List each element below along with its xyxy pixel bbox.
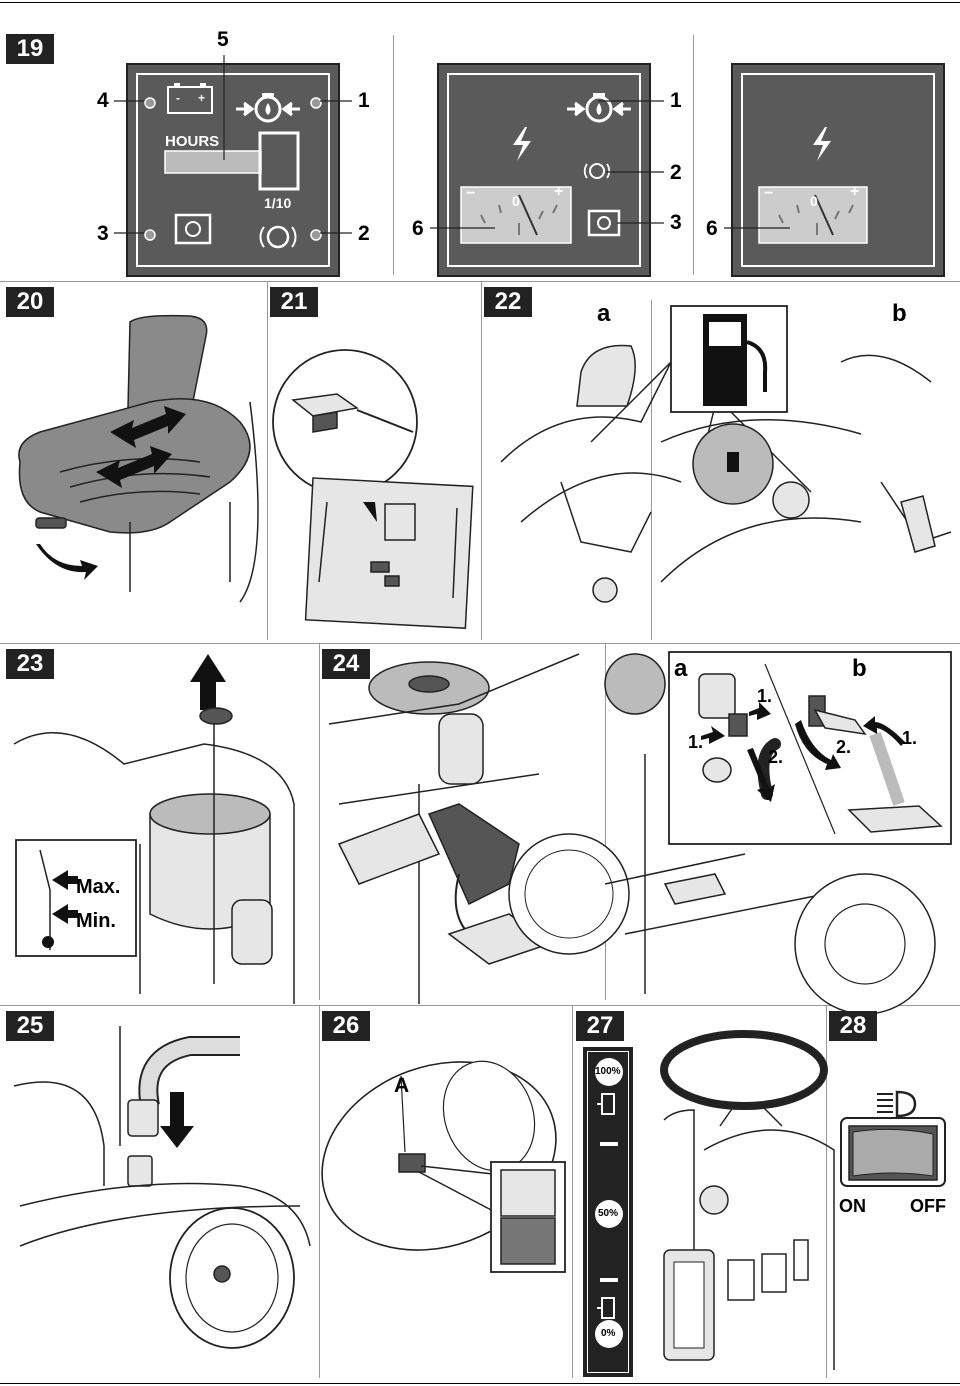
refuel-illustration	[500, 305, 952, 603]
callout-5: 5	[217, 28, 229, 51]
gauge-plus-label: +	[554, 183, 564, 200]
figure-number-28: 28	[829, 1011, 877, 1041]
dashboard3-leader-lines	[724, 227, 790, 229]
tractor-dashboard-illustration	[660, 1030, 835, 1370]
switch-off-label: OFF	[910, 1196, 946, 1216]
figure-24-sub-b: b	[852, 655, 867, 682]
callout-1: 1	[358, 89, 370, 112]
col-divider	[393, 35, 394, 275]
callout-6: 6	[412, 217, 424, 240]
fuel-pump-icon	[703, 314, 768, 406]
top-rule	[0, 2, 960, 3]
fuel-pump-icon	[597, 1093, 615, 1115]
switch-on-label: ON	[839, 1196, 866, 1216]
figure-22-sub-b: b	[892, 300, 907, 327]
dipstick-min-label: Min.	[76, 910, 116, 932]
fuel-full-label: 100%	[595, 1066, 621, 1077]
engine-warning-icon	[174, 213, 212, 245]
battery-plug-illustration	[272, 349, 474, 629]
gauge-plus-label: +	[850, 183, 860, 200]
fraction-label: 1/10	[264, 195, 292, 211]
oil-pressure-icon	[236, 93, 300, 123]
col-divider	[605, 644, 606, 1000]
col-divider	[572, 1006, 573, 1378]
callout-6: 6	[706, 217, 718, 240]
figure-number-26: 26	[322, 1011, 370, 1041]
dashboard-switch-illustration	[321, 1060, 566, 1273]
oil-drain-valve-illustration	[604, 651, 952, 1015]
dashboard-panel-gauge: − 0 +	[437, 63, 651, 277]
seat-adjustment-illustration	[18, 314, 259, 603]
parking-brake-icon	[583, 163, 611, 179]
dashboard1-leader-lines	[114, 55, 352, 234]
callout-3: 3	[97, 222, 109, 245]
figure-number-20: 20	[6, 287, 54, 317]
col-divider	[651, 300, 652, 640]
oil-dipstick-illustration	[13, 654, 295, 1004]
voltmeter-gauge	[758, 186, 868, 244]
lightning-icon	[813, 127, 831, 161]
hours-label: HOURS	[165, 133, 220, 150]
voltmeter-gauge	[460, 186, 572, 244]
battery-icon	[167, 83, 213, 114]
fuel-half-label: 50%	[598, 1208, 619, 1219]
battery-minus-label: -	[176, 91, 180, 105]
callout-A: A	[394, 1074, 410, 1097]
fuel-gauge-icons	[595, 1058, 623, 1348]
oil-drain-illustration	[328, 653, 630, 1004]
step-a-2: 2.	[768, 747, 784, 767]
callout-2: 2	[358, 222, 370, 245]
headlight-switch-illustration	[840, 1090, 946, 1187]
figure-number-27: 27	[576, 1011, 624, 1041]
callout-3: 3	[670, 211, 682, 234]
lightning-icon	[513, 127, 531, 161]
row-divider	[0, 643, 960, 644]
callout-2: 2	[670, 161, 682, 184]
fuel-pump-icon	[597, 1297, 615, 1319]
step-b-1: 1.	[902, 728, 918, 748]
col-divider	[481, 282, 482, 640]
step-a-1-second: 1.	[688, 732, 704, 752]
col-divider	[319, 644, 320, 1000]
figure-number-25: 25	[6, 1011, 54, 1041]
row-divider	[0, 281, 960, 282]
dashboard-panel-hours: - + HOURS 1/10	[126, 63, 340, 277]
headlight-icon	[877, 1090, 917, 1118]
callout-4: 4	[97, 89, 109, 112]
figure-number-19: 19	[6, 34, 54, 64]
step-a-1: 1.	[757, 686, 773, 706]
figure-number-21: 21	[270, 287, 318, 317]
col-divider	[319, 1006, 320, 1378]
fuel-empty-label: 0%	[601, 1328, 616, 1339]
oil-pressure-icon	[567, 93, 631, 123]
figure-24-sub-a: a	[674, 655, 688, 682]
gauge-minus-label: −	[764, 185, 774, 202]
figure-22-sub-a: a	[597, 300, 611, 327]
figure-number-24: 24	[322, 649, 370, 679]
col-divider	[826, 1006, 827, 1378]
col-divider	[267, 282, 268, 640]
hose-connection-illustration	[13, 1026, 311, 1349]
figure-number-23: 23	[6, 649, 54, 679]
col-divider	[693, 35, 694, 275]
dashboard2-leader-lines	[430, 100, 664, 229]
gauge-minus-label: −	[466, 185, 476, 202]
callout-1: 1	[670, 89, 682, 112]
gauge-zero-label: 0	[512, 193, 520, 209]
bottom-rule	[0, 1383, 960, 1384]
figure-number-22: 22	[484, 287, 532, 317]
row-divider	[0, 1005, 960, 1006]
battery-plus-label: +	[198, 91, 206, 105]
dashboard-panel-basic: − 0 +	[731, 63, 945, 277]
gauge-zero-label: 0	[810, 193, 818, 209]
parking-brake-icon	[259, 225, 297, 249]
dipstick-max-label: Max.	[76, 876, 121, 898]
step-b-2: 2.	[836, 737, 852, 757]
